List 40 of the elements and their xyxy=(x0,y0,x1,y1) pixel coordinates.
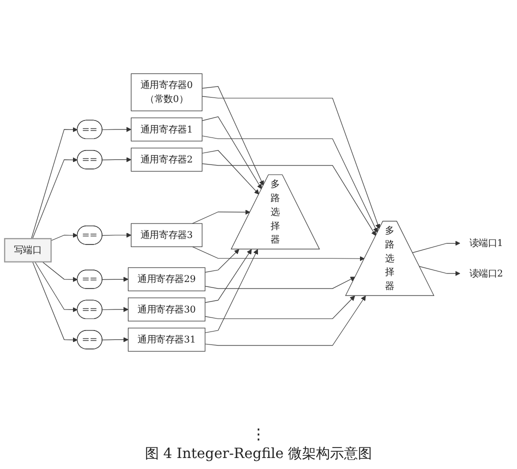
node-text: 读端口1 xyxy=(469,237,504,248)
arrow xyxy=(31,127,78,239)
arrow xyxy=(102,276,128,282)
vertical-ellipsis: ⋮ xyxy=(251,425,266,443)
arrow xyxy=(204,249,252,303)
node-box: 通用寄存器30 xyxy=(128,298,206,322)
arrow xyxy=(102,232,132,238)
arrow xyxy=(412,240,460,253)
node-box: 通用寄存器31 xyxy=(128,328,206,352)
node-box: 通用寄存器0 （常数0） xyxy=(130,73,202,112)
node-box: 通用寄存器2 xyxy=(130,148,202,172)
arrow xyxy=(102,337,128,342)
arrow xyxy=(202,96,380,230)
arrow xyxy=(102,306,128,312)
arrow xyxy=(34,262,78,312)
arrow xyxy=(204,296,366,346)
arrow xyxy=(42,262,78,282)
node-box: 通用寄存器1 xyxy=(130,118,202,142)
arrow xyxy=(102,157,132,162)
node-box: 通用寄存器29 xyxy=(128,267,206,292)
arrow xyxy=(32,262,78,342)
arrow xyxy=(202,163,376,236)
arrow xyxy=(102,126,132,132)
node-box: 通用寄存器3 xyxy=(130,223,202,248)
arrow xyxy=(202,116,262,190)
arrow xyxy=(192,246,365,262)
arrow xyxy=(32,157,78,239)
caption: 图 4 Integer-Regfile 微架构示意图 xyxy=(144,445,372,463)
arrow xyxy=(50,232,78,241)
arrow xyxy=(202,136,378,233)
arrow xyxy=(204,276,356,289)
arrow xyxy=(204,296,356,320)
node-box: 写端口 xyxy=(4,238,52,262)
arrow xyxy=(204,249,240,273)
arrow xyxy=(419,266,460,276)
arrow xyxy=(204,249,258,334)
arrow xyxy=(192,210,250,224)
arrow xyxy=(202,150,260,195)
arrow xyxy=(202,86,264,186)
node-text: 读端口2 xyxy=(469,268,504,279)
